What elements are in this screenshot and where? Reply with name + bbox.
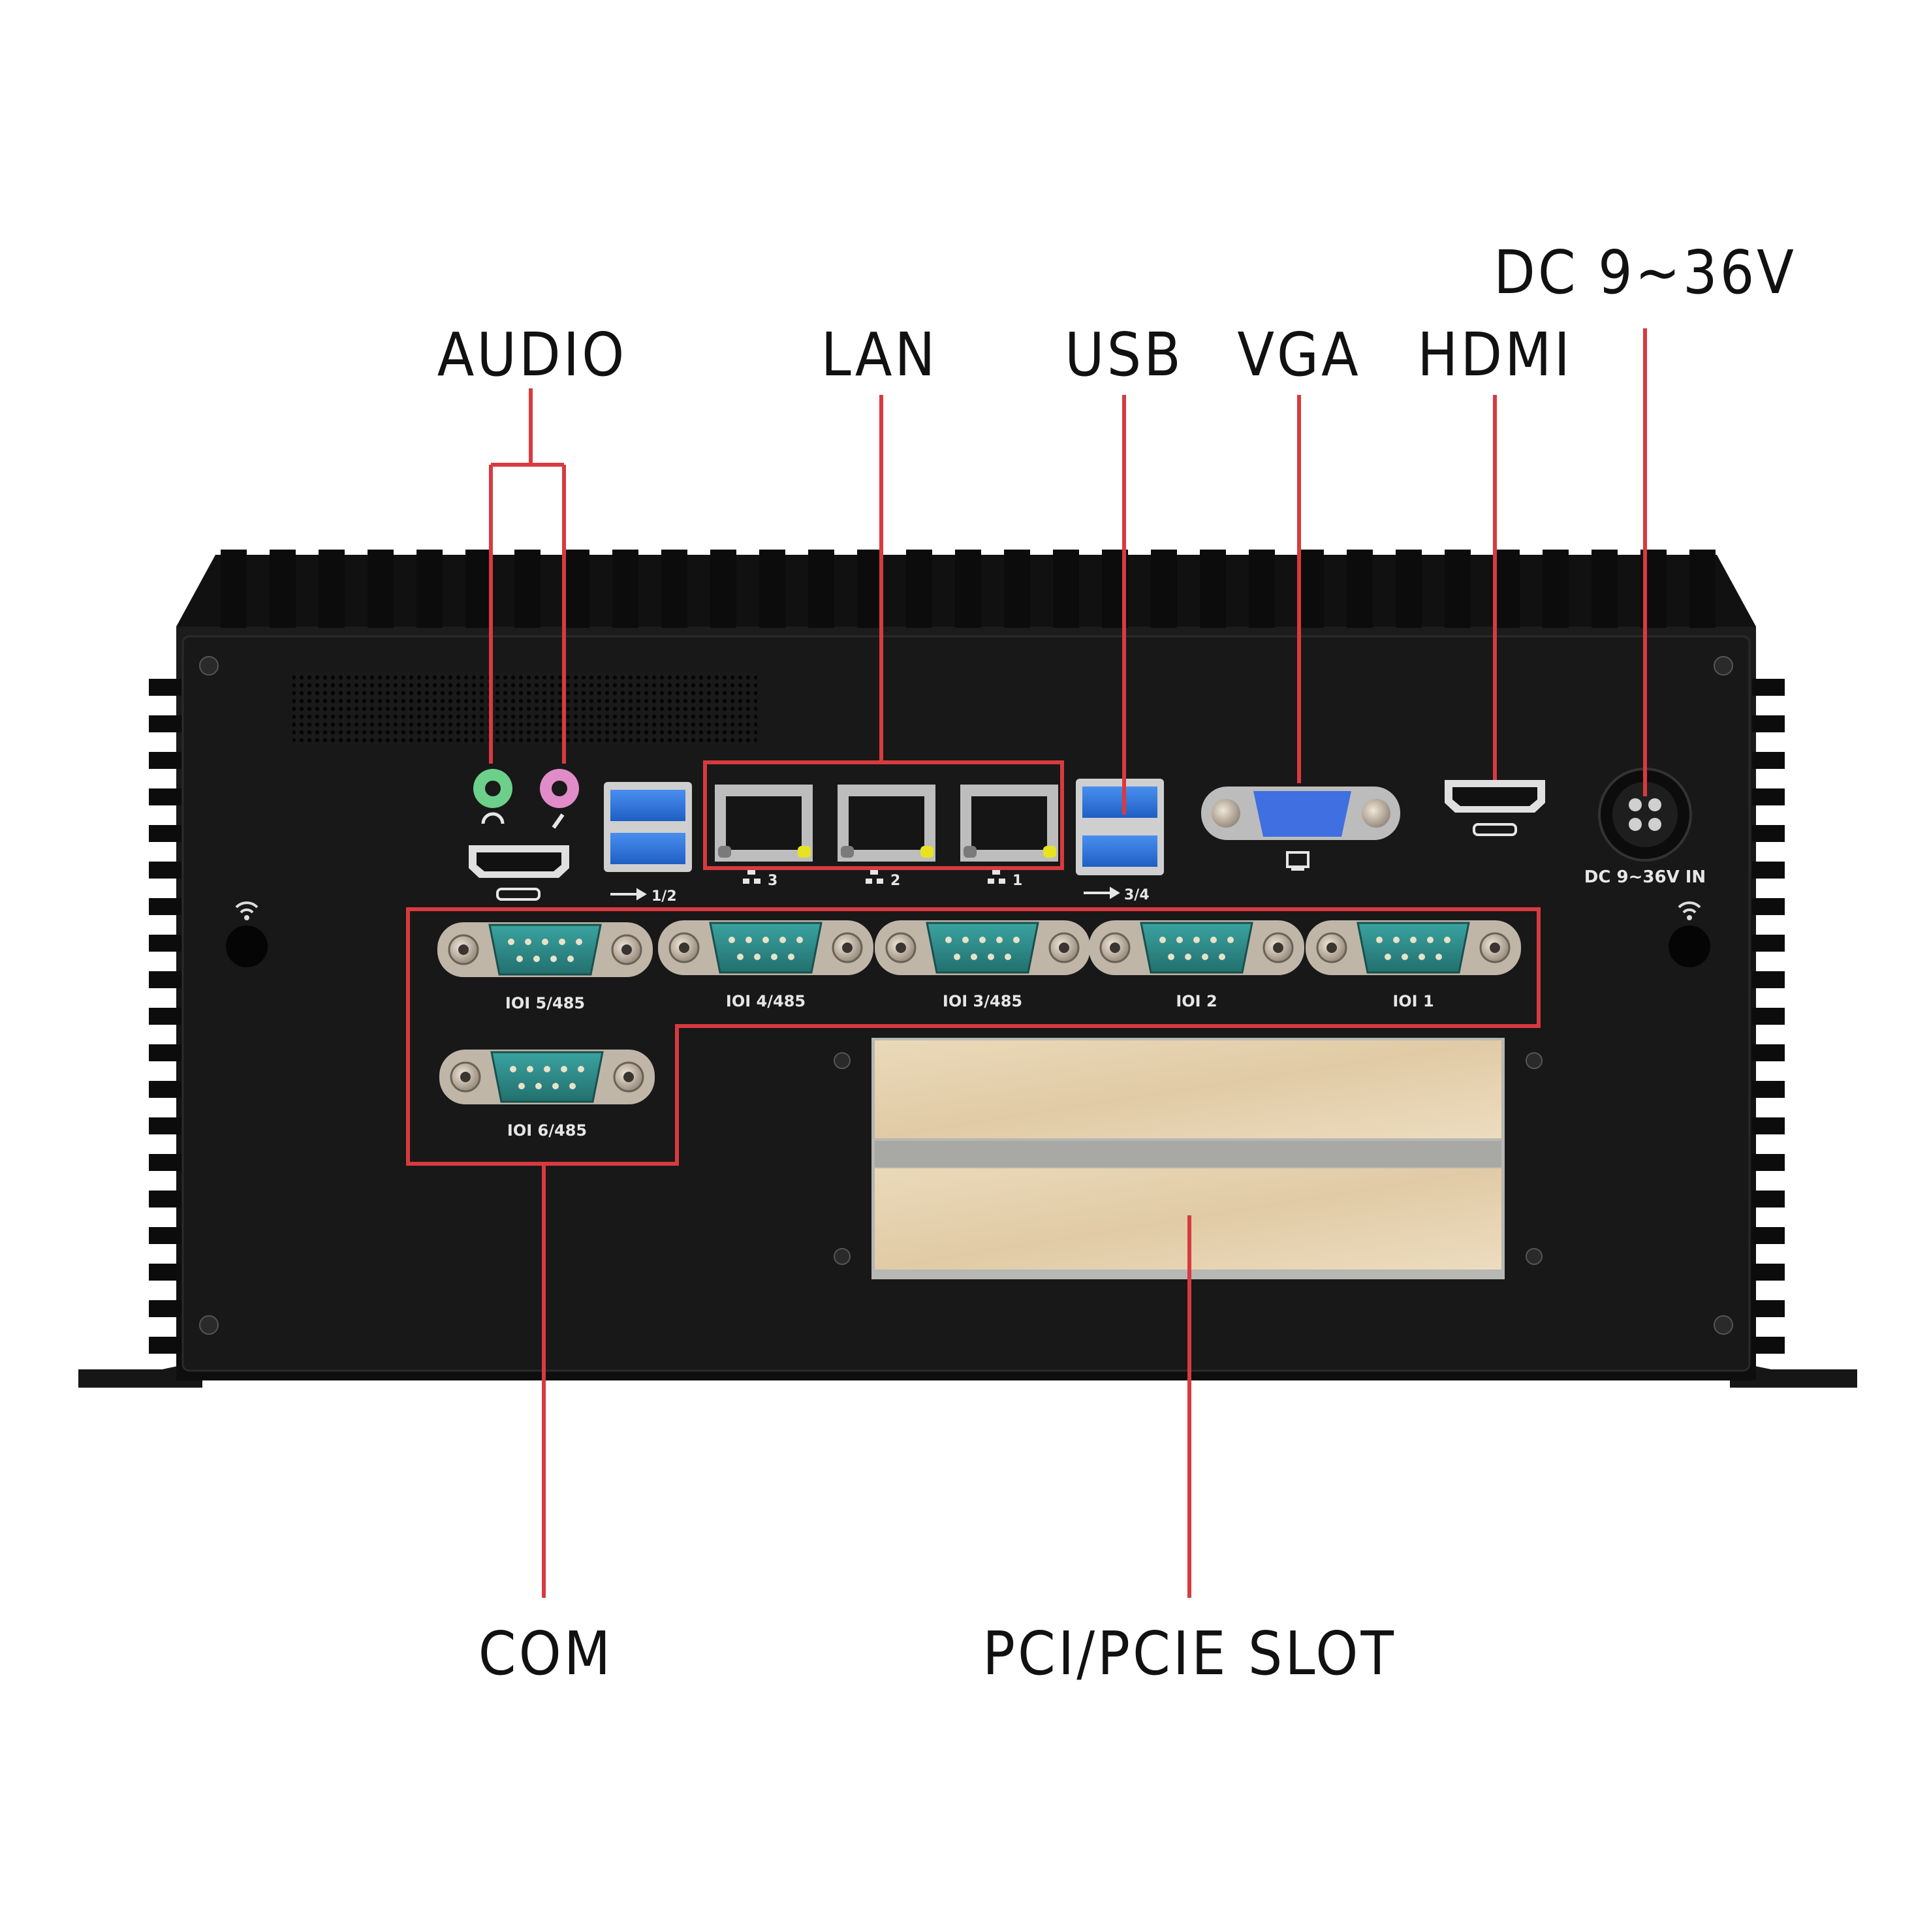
lan-ports: 3 2 1 bbox=[715, 785, 1058, 889]
hdmi-port bbox=[1445, 780, 1545, 836]
headphone-icon bbox=[481, 812, 505, 824]
callout-pci-slot: PCI/PCIE SLOT bbox=[982, 1619, 1396, 1689]
vga-port bbox=[1201, 787, 1400, 871]
lan-1-label: 1 bbox=[1012, 873, 1022, 889]
com-port-6: IOI 6/485 bbox=[439, 1050, 655, 1140]
com-port-2: IOI 2 bbox=[1089, 920, 1304, 1010]
callout-usb: USB bbox=[1065, 320, 1184, 390]
usb-icon bbox=[610, 888, 647, 901]
usb-1-2-label: 1/2 bbox=[651, 888, 677, 905]
usb-icon bbox=[1084, 886, 1120, 899]
network-icon bbox=[743, 869, 1005, 884]
com-port-6-label: IOI 6/485 bbox=[507, 1121, 587, 1140]
com-port-4: IOI 4/485 bbox=[658, 920, 873, 1010]
callout-lines bbox=[406, 328, 1647, 1598]
com-port-3-label: IOI 3/485 bbox=[943, 992, 1022, 1010]
pci-slot-covers bbox=[871, 1038, 1505, 1279]
com-port-5-label: IOI 5/485 bbox=[505, 994, 585, 1012]
usb-ports-1-2: 1/2 bbox=[604, 782, 692, 905]
com-port-3: IOI 3/485 bbox=[875, 920, 1090, 1010]
com-port-2-label: IOI 2 bbox=[1176, 992, 1217, 1010]
com-port-4-label: IOI 4/485 bbox=[726, 992, 806, 1010]
lan-port-2 bbox=[838, 785, 935, 862]
lan-port-3 bbox=[715, 785, 813, 862]
com-ports: IOI 5/485 IOI 4/485 IOI 3/485 IOI 2 IOI 1 IOI… bbox=[437, 920, 1521, 1140]
callout-audio: AUDIO bbox=[437, 320, 627, 390]
lan-3-label: 3 bbox=[768, 873, 777, 889]
screw-icon bbox=[199, 656, 1733, 1335]
callout-lan: LAN bbox=[821, 320, 938, 390]
lan-port-1 bbox=[960, 785, 1058, 862]
audio-jacks bbox=[473, 769, 579, 829]
microphone-icon bbox=[552, 813, 565, 829]
com-port-1-label: IOI 1 bbox=[1392, 992, 1434, 1010]
monitor-icon bbox=[1286, 851, 1310, 871]
hdmi-port-left bbox=[469, 845, 569, 901]
lan-2-label: 2 bbox=[890, 873, 900, 889]
callout-vga: VGA bbox=[1237, 320, 1361, 390]
wifi-icon bbox=[226, 901, 1710, 967]
usb-3-4-label: 3/4 bbox=[1124, 887, 1150, 903]
dc-in-label: DC 9~36V IN bbox=[1584, 867, 1706, 887]
callout-hdmi: HDMI bbox=[1417, 320, 1573, 390]
vent-grille bbox=[292, 672, 757, 744]
com-port-5: IOI 5/485 bbox=[437, 922, 653, 1012]
callout-com: COM bbox=[478, 1619, 614, 1689]
callout-dc: DC 9~36V bbox=[1494, 238, 1796, 307]
com-port-1: IOI 1 bbox=[1306, 920, 1521, 1010]
usb-ports-3-4: 3/4 bbox=[1076, 779, 1164, 903]
